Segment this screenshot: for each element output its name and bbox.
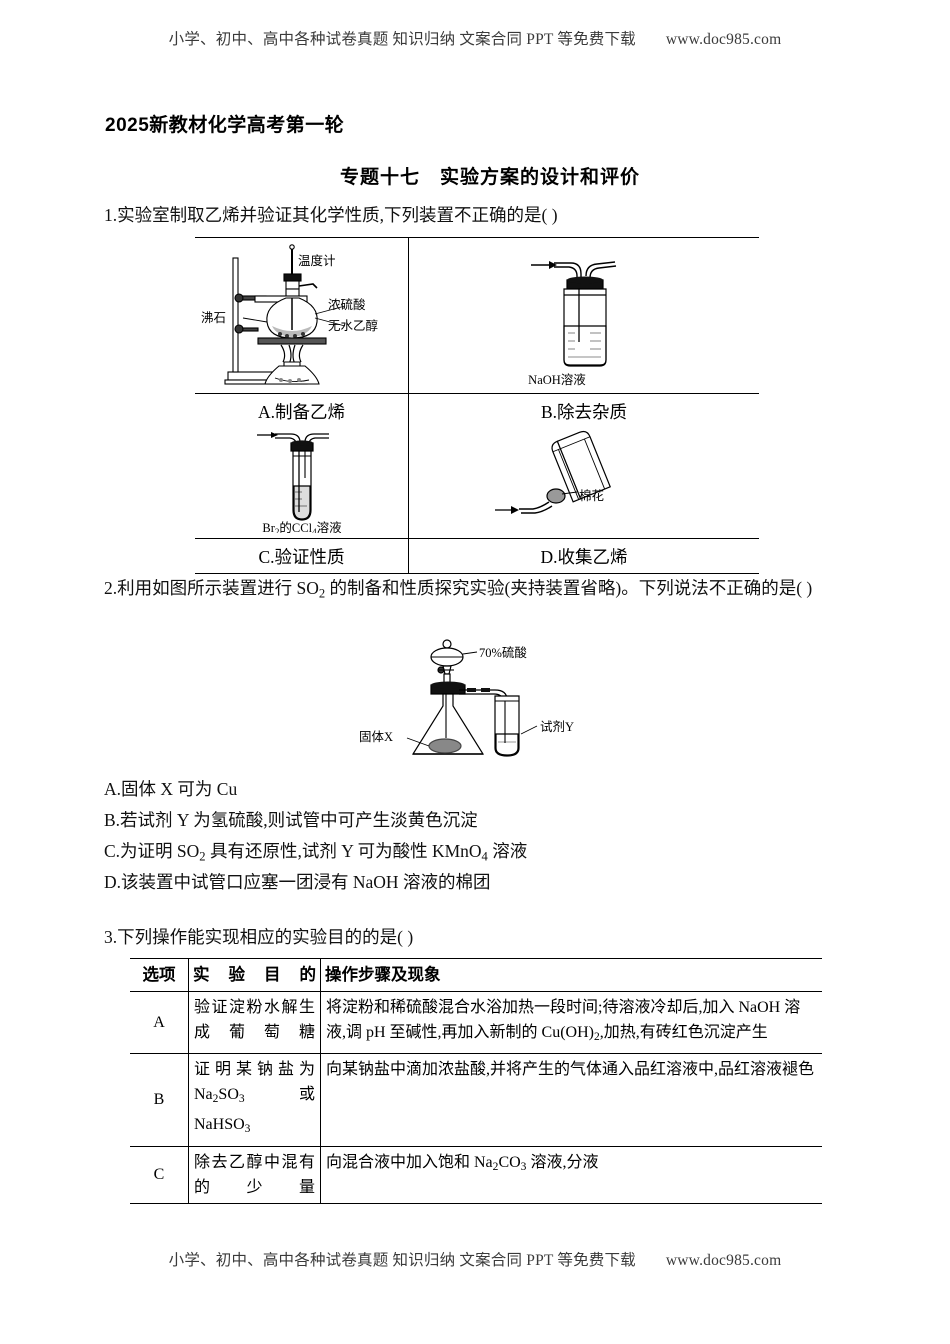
distillation-apparatus-icon: 温度计 浓硫酸 无水乙醇 沸石 xyxy=(201,244,378,385)
row-step-c: 向混合液中加入饱和 Na2CO3 溶液,分液 xyxy=(320,1146,822,1204)
running-footer-url: www.doc985.com xyxy=(665,1252,782,1269)
figure-cell-d: 棉花 xyxy=(409,428,760,539)
sulfuric-acid-70-label: 70%硫酸 xyxy=(479,645,527,660)
figure-cell-c: Br2的CCl4溶液 xyxy=(195,428,409,539)
bromine-ccl4-label: Br2的CCl4溶液 xyxy=(262,520,342,533)
question-1-text: 1.实验室制取乙烯并验证其化学性质,下列装置不正确的是( ) xyxy=(104,205,558,225)
question-3-table: 选项 实验目的 操作步骤及现象 A 验证淀粉水解生成葡萄糖 将淀粉和稀硫酸混合水… xyxy=(130,958,822,1204)
cotton-label: 棉花 xyxy=(579,488,604,503)
naoh-solution-label: NaOH溶液 xyxy=(528,372,586,387)
row-goal-a: 验证淀粉水解生成葡萄糖 xyxy=(188,991,321,1055)
table-header-row: 选项 实验目的 操作步骤及现象 xyxy=(130,958,822,992)
figure-caption-c: C.验证性质 xyxy=(195,538,409,574)
test-tube-bromine-icon: Br2的CCl4溶液 xyxy=(257,432,342,537)
thermometer-label: 温度计 xyxy=(298,253,336,268)
question-2-figure: 70%硫酸 固体X 试剂Y xyxy=(355,638,655,770)
inverted-test-tube-cotton-icon: 棉花 xyxy=(495,430,611,514)
so2-preparation-apparatus-icon: 70%硫酸 固体X 试剂Y xyxy=(359,639,574,757)
question-2-option-b: B.若试剂 Y 为氢硫酸,则试管中可产生淡黄色沉淀 xyxy=(104,810,478,830)
column-header-option: 选项 xyxy=(130,958,189,992)
running-header-text: 小学、初中、高中各种试卷真题 知识归纳 文案合同 PPT 等免费下载 xyxy=(168,31,636,48)
question-2-option-d: D.该装置中试管口应塞一团浸有 NaOH 溶液的棉团 xyxy=(104,872,491,892)
row-option-c: C xyxy=(130,1146,189,1204)
row-option-a: A xyxy=(130,991,189,1055)
running-header: 小学、初中、高中各种试卷真题 知识归纳 文案合同 PPT 等免费下载 www.do… xyxy=(0,27,950,49)
question-2-option-c: C.为证明 SO2 具有还原性,试剂 Y 可为酸性 KMnO4 溶液 xyxy=(104,841,528,864)
document-title: 2025新教材化学高考第一轮 xyxy=(105,115,345,136)
question-2-option-a: A.固体 X 可为 Cu xyxy=(104,779,238,799)
row-option-b: B xyxy=(130,1053,189,1147)
gas-washing-bottle-icon: NaOH溶液 xyxy=(528,261,617,387)
question-1-figure-table: 温度计 浓硫酸 无水乙醇 沸石 xyxy=(195,237,759,574)
solid-x-label: 固体X xyxy=(359,730,393,744)
table-row: A 验证淀粉水解生成葡萄糖 将淀粉和稀硫酸混合水浴加热一段时间;待溶液冷却后,加… xyxy=(130,991,822,1055)
reagent-y-label: 试剂Y xyxy=(540,719,574,734)
table-row: B 证明某钠盐为 Na2SO3 或 NaHSO3 向某钠盐中滴加浓盐酸,并将产生… xyxy=(130,1053,822,1147)
running-header-url: www.doc985.com xyxy=(665,31,782,48)
topic-title: 专题十七 实验方案的设计和评价 xyxy=(339,167,640,188)
boiling-stone-label: 沸石 xyxy=(201,311,226,325)
running-footer-text: 小学、初中、高中各种试卷真题 知识归纳 文案合同 PPT 等免费下载 xyxy=(168,1252,636,1269)
column-header-step: 操作步骤及现象 xyxy=(320,958,822,992)
row-goal-c: 除去乙醇中混有的少量 xyxy=(188,1146,321,1204)
row-goal-b: 证明某钠盐为 Na2SO3 或 NaHSO3 xyxy=(188,1053,321,1147)
figure-caption-d: D.收集乙烯 xyxy=(408,538,759,574)
running-footer: 小学、初中、高中各种试卷真题 知识归纳 文案合同 PPT 等免费下载 www.do… xyxy=(0,1248,950,1270)
question-3-text: 3.下列操作能实现相应的实验目的的是( ) xyxy=(104,927,414,947)
figure-caption-a: A.制备乙烯 xyxy=(195,393,409,428)
table-row: C 除去乙醇中混有的少量 向混合液中加入饱和 Na2CO3 溶液,分液 xyxy=(130,1146,822,1204)
sulfuric-acid-label: 浓硫酸 xyxy=(328,297,366,312)
figure-cell-a: 温度计 浓硫酸 无水乙醇 沸石 xyxy=(195,237,409,394)
row-step-a: 将淀粉和稀硫酸混合水浴加热一段时间;待溶液冷却后,加入 NaOH 溶液,调 pH… xyxy=(320,991,822,1055)
figure-caption-b: B.除去杂质 xyxy=(408,393,759,428)
question-2-text: 2.利用如图所示装置进行 SO2 的制备和性质探究实验(夹持装置省略)。下列说法… xyxy=(104,578,813,601)
figure-cell-b: NaOH溶液 xyxy=(408,237,759,394)
column-header-goal: 实验目的 xyxy=(188,958,321,992)
row-step-b: 向某钠盐中滴加浓盐酸,并将产生的气体通入品红溶液中,品红溶液褪色 xyxy=(320,1053,822,1147)
ethanol-label: 无水乙醇 xyxy=(328,318,378,333)
